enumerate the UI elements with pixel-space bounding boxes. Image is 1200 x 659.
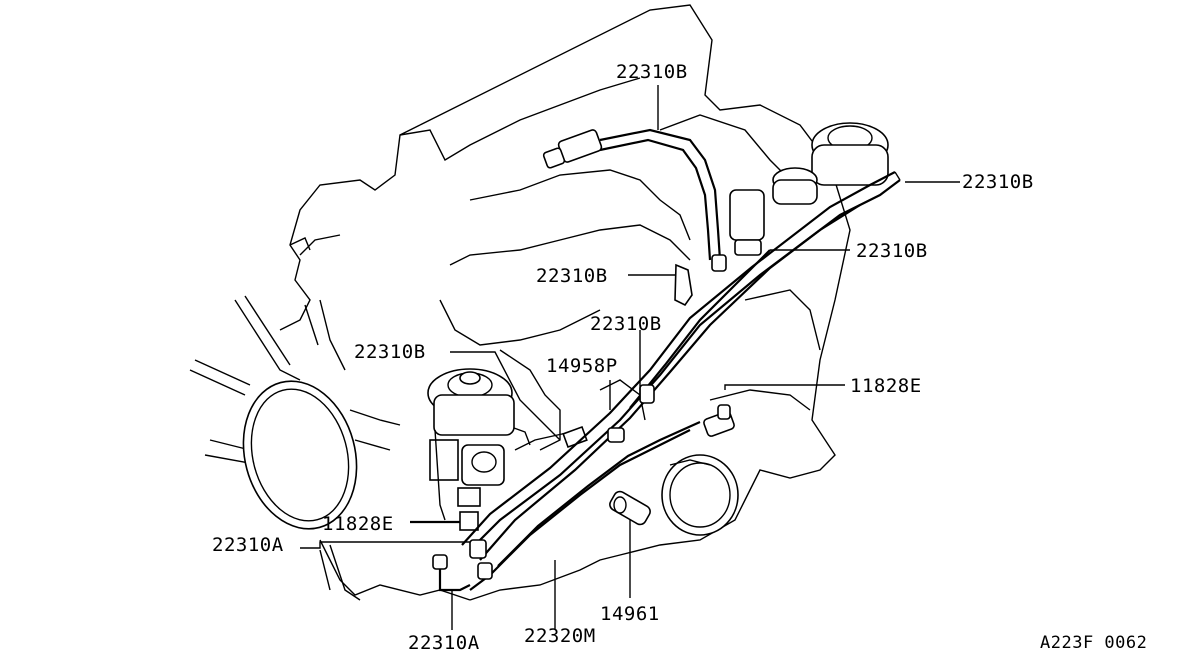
upper-vacuum-hose [542,128,727,272]
leader-lines [300,85,960,630]
hose-clamp-ring [661,454,739,536]
label-left-mid-22310B: 22310B [536,265,608,287]
label-bottom-22310A: 22310A [408,632,480,654]
drawing-code: A223F 0062 [1040,633,1147,653]
rear-valves [729,122,889,256]
part-labels: 22310B 22310B 22310B 22310B 22310B 22310… [212,61,1147,654]
label-right-11828E: 11828E [850,375,922,397]
engine-block-outline [279,4,851,601]
cooling-fan [189,295,401,601]
label-left-lower-22310B: 22310B [354,341,426,363]
label-center-22310B: 22310B [590,313,662,335]
fitting-11828E-right [703,404,735,437]
label-bottom-22320M: 22320M [524,625,596,647]
label-right-mid-22310B: 22310B [856,240,928,262]
label-right-top-22310B: 22310B [962,171,1034,193]
label-left-22310A: 22310A [212,534,284,556]
label-top-22310B: 22310B [616,61,688,83]
egr-valve-assembly [427,368,588,531]
connector-14961 [609,490,651,526]
label-left-11828E: 11828E [322,513,394,535]
tube-bundle [432,171,901,592]
label-bottom-14961: 14961 [600,603,660,625]
label-14958P: 14958P [546,355,618,377]
